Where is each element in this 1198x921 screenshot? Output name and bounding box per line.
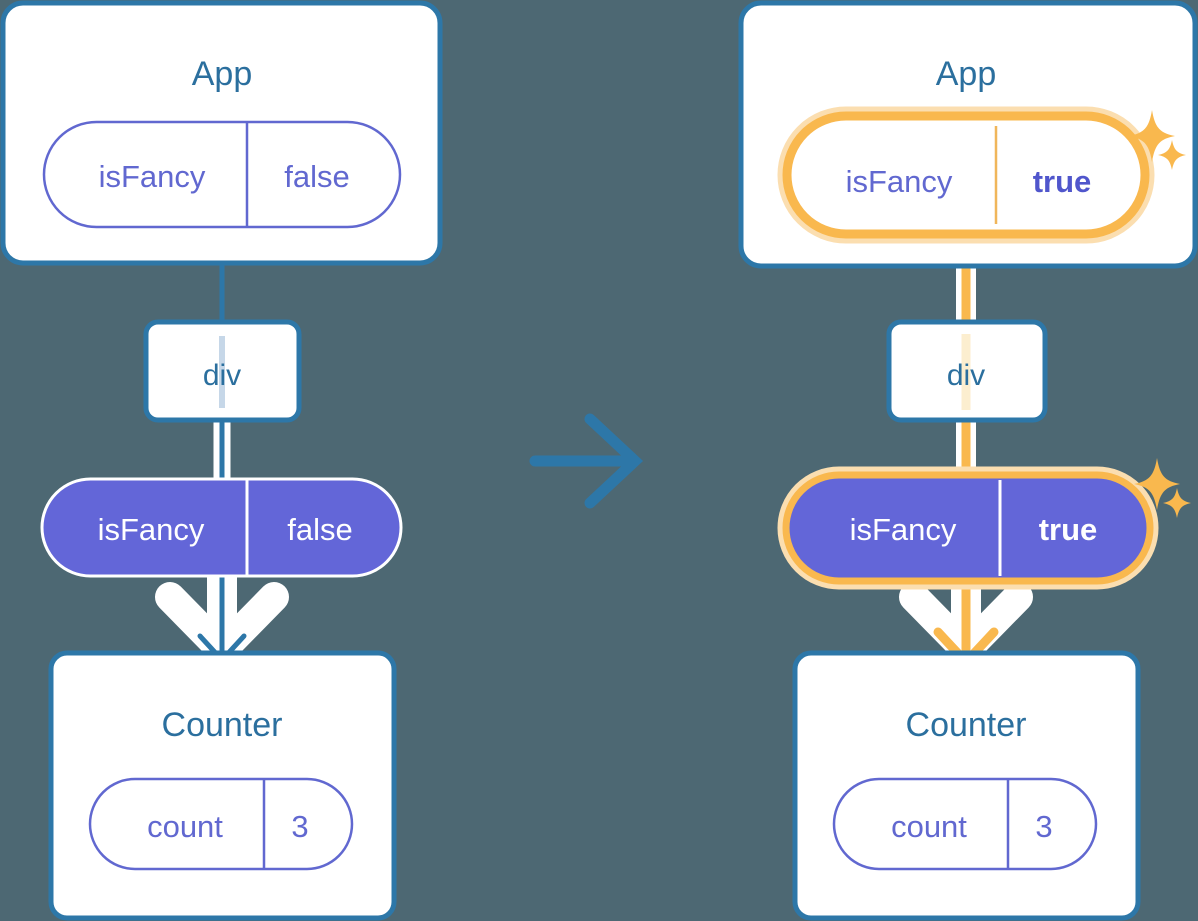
panel-before-state: App isFancy false div isFancy false C [0, 0, 443, 921]
pill-key: count [147, 809, 223, 844]
counter-box-title: Counter [906, 706, 1027, 744]
app-box-title: App [192, 55, 253, 93]
pill-value: false [284, 159, 349, 194]
counter-box-title: Counter [162, 706, 283, 744]
pill-key: isFancy [846, 164, 953, 199]
prop-pill-key: isFancy [98, 512, 205, 547]
prop-pill-isfancy-right[interactable]: isFancy true [777, 466, 1159, 590]
prop-pill-key: isFancy [850, 512, 957, 547]
counter-box-right: Counter count 3 [792, 650, 1141, 921]
prop-pill-body [40, 477, 403, 578]
app-box-title: App [936, 55, 997, 93]
pill-key: isFancy [99, 159, 206, 194]
panel-after-state: App isFancy true div [738, 0, 1198, 921]
div-box-label: div [203, 359, 241, 392]
pill-outline [42, 120, 402, 229]
state-pill-count-left[interactable]: count 3 [88, 777, 354, 871]
div-box-left: div [143, 319, 302, 423]
sparkle-icon [1134, 458, 1180, 510]
prop-pill-value: true [1039, 512, 1098, 547]
prop-pill-body [782, 471, 1154, 585]
transition-arrow-right-icon [529, 413, 644, 509]
pill-outline [88, 777, 354, 871]
sparkle-icon [1163, 488, 1191, 518]
pill-value: 3 [1035, 809, 1052, 844]
sparkle-icon [1158, 140, 1186, 170]
counter-box-left: Counter count 3 [48, 650, 397, 921]
app-box-right: App isFancy true [738, 0, 1198, 269]
prop-pill-value: false [287, 512, 352, 547]
pill-value: true [1033, 164, 1092, 199]
prop-pill-isfancy-left[interactable]: isFancy false [40, 477, 403, 578]
state-pill-isfancy-left[interactable]: isFancy false [42, 120, 402, 229]
sparkle-group-prop-right [1134, 458, 1191, 518]
arrow-right-icon [529, 413, 644, 509]
sparkle-group-app-right [1129, 110, 1186, 170]
pill-value: 3 [291, 809, 308, 844]
pill-outline [832, 777, 1098, 871]
state-pill-isfancy-right[interactable]: isFancy true [777, 106, 1155, 244]
state-pill-count-right[interactable]: count 3 [832, 777, 1098, 871]
pill-highlight-ring [782, 111, 1150, 239]
sparkle-icon [1129, 110, 1175, 162]
app-box-left: App isFancy false [0, 0, 443, 266]
div-box-label: div [947, 359, 985, 392]
div-box-right: div [886, 319, 1048, 423]
pill-key: count [891, 809, 967, 844]
